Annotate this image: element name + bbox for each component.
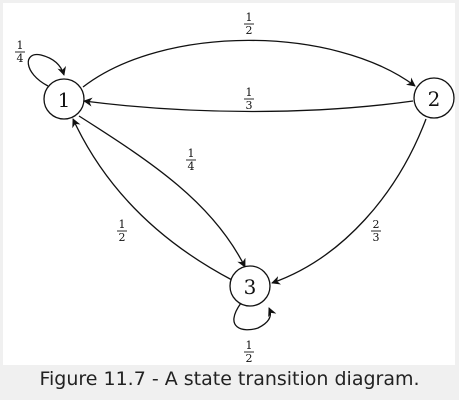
numerator: 1	[17, 39, 24, 52]
denominator: 3	[246, 99, 253, 112]
probability-label-2-3: 2 3	[371, 218, 381, 244]
probability-label-1-3: 1 4	[186, 147, 196, 173]
probability-label-1-1: 1 4	[15, 39, 25, 65]
edge-1-1	[27, 53, 66, 87]
state-diagram: 1 2 3 1 4 1 2 1 3 1 4	[15, 11, 455, 365]
state-label: 2	[428, 87, 441, 111]
state-label: 3	[244, 275, 257, 299]
edge-3-1	[72, 118, 233, 281]
figure-panel: 1 2 3 1 4 1 2 1 3 1 4	[3, 3, 455, 365]
denominator: 2	[119, 231, 126, 244]
probability-label-1-2: 1 2	[244, 11, 254, 37]
probability-label-3-3: 1 2	[244, 339, 254, 365]
edge-2-1	[83, 97, 414, 113]
numerator: 2	[373, 218, 380, 231]
probability-label-2-1: 1 3	[244, 86, 254, 112]
edge-3-3	[233, 302, 277, 331]
state-label: 1	[58, 88, 71, 112]
denominator: 2	[246, 24, 253, 37]
edge-1-3	[78, 115, 246, 268]
state-node-3: 3	[229, 265, 271, 307]
figure-caption: Figure 11.7 - A state transition diagram…	[39, 368, 420, 390]
denominator: 4	[188, 160, 195, 173]
probability-label-3-1: 1 2	[117, 218, 127, 244]
state-node-2: 2	[413, 77, 455, 119]
state-node-1: 1	[43, 78, 85, 120]
numerator: 1	[119, 218, 126, 231]
denominator: 3	[373, 231, 380, 244]
numerator: 1	[246, 86, 253, 99]
numerator: 1	[246, 11, 253, 24]
edge-2-3	[271, 118, 427, 285]
numerator: 1	[246, 339, 253, 352]
denominator: 4	[17, 52, 24, 65]
numerator: 1	[188, 147, 195, 160]
edge-1-2	[82, 39, 416, 88]
denominator: 2	[246, 352, 253, 365]
